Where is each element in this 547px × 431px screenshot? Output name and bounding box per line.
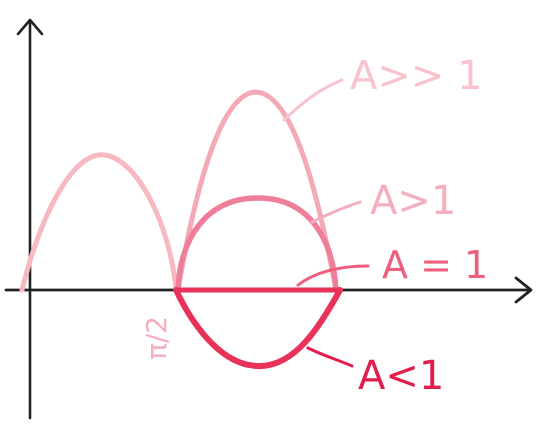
curve-a-greater: [175, 195, 339, 293]
label-a-much-greater: A>> 1: [350, 53, 483, 99]
leader-a-much-greater: [282, 78, 344, 122]
leader-a-greater: [310, 200, 362, 224]
x-axis-arrowhead: [514, 276, 533, 304]
leader-a-equal: [296, 264, 370, 287]
leader-a-less: [306, 346, 354, 368]
label-a-less: A<1: [358, 353, 444, 399]
x-tick-label-group: π/2: [140, 316, 173, 360]
y-axis-arrowhead: [16, 18, 44, 36]
label-a-greater: A>1: [370, 178, 456, 224]
x-tick-label-pi-half: π/2: [140, 316, 173, 360]
label-a-equal: A = 1: [382, 243, 488, 287]
curve-a-less: [173, 287, 343, 370]
first-hump-curve: [19, 152, 179, 293]
curve-a-much-greater: [175, 89, 339, 293]
